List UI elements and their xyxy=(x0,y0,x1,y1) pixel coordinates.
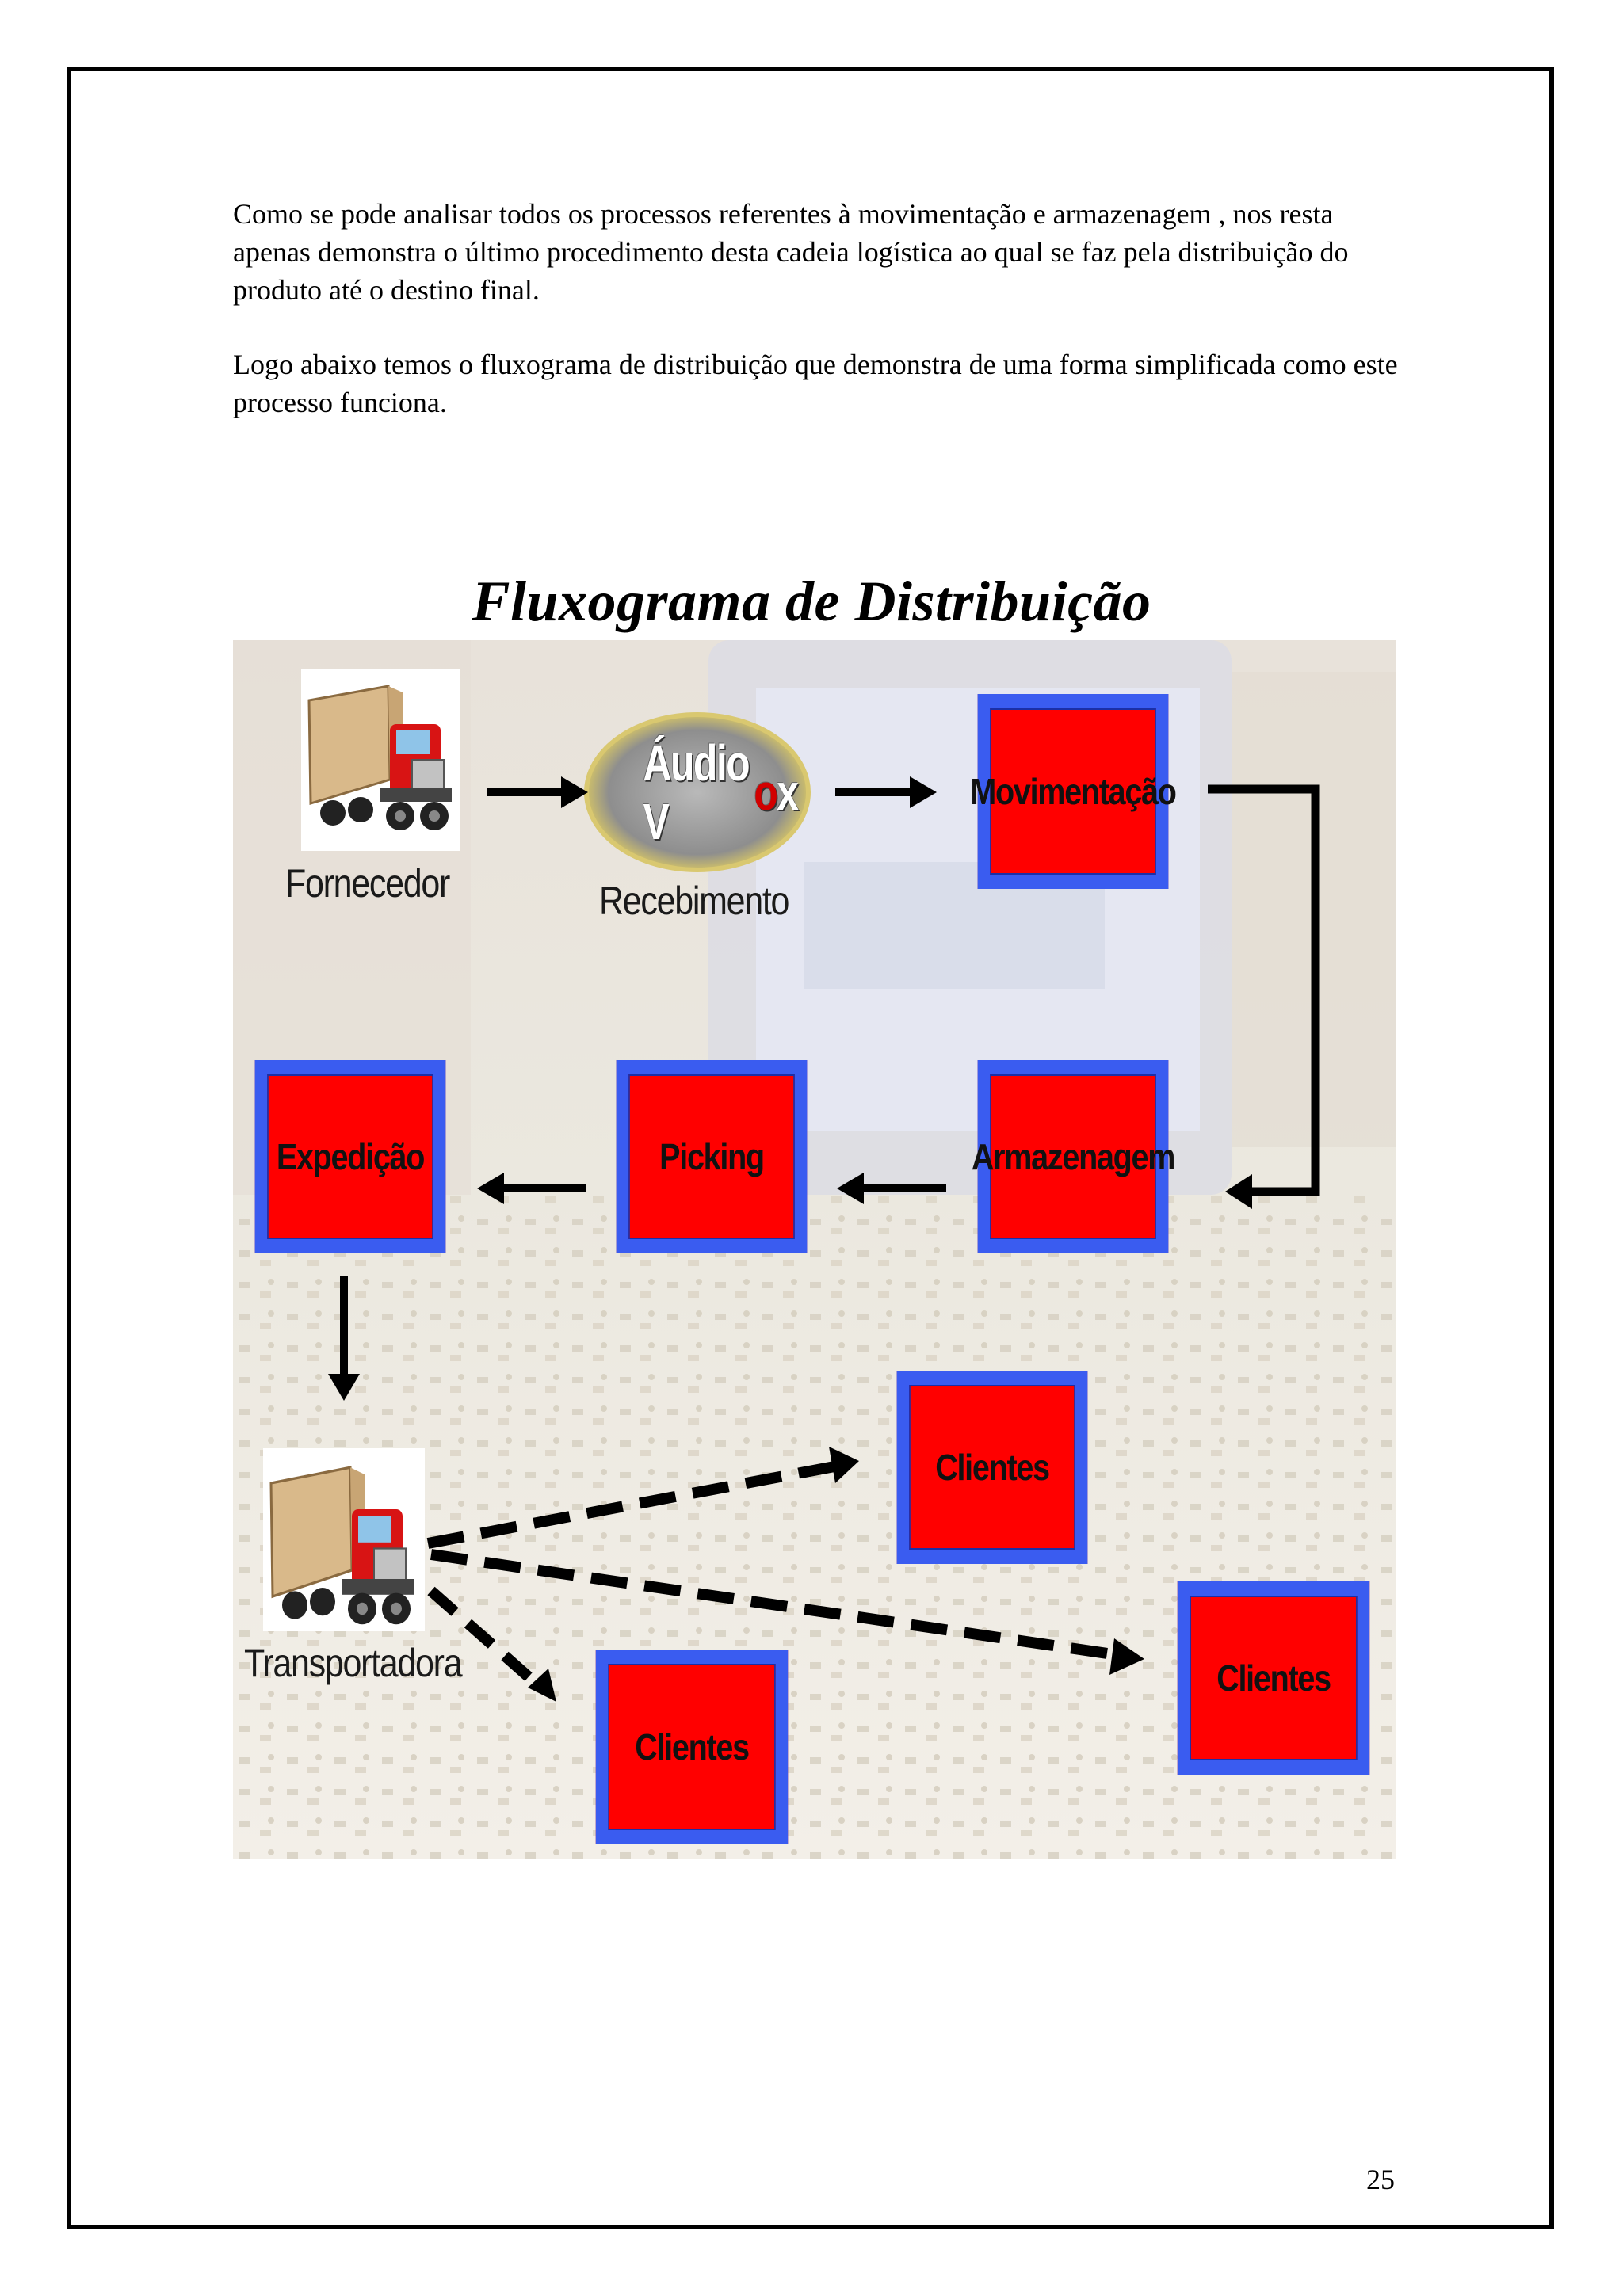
node-clientes-3: Clientes xyxy=(595,1650,789,1844)
truck-icon xyxy=(301,669,460,851)
node-movimentacao: Movimentação xyxy=(970,694,1177,889)
node-clientes-1: Clientes xyxy=(896,1371,1088,1564)
paragraph-intro: Como se pode analisar todos os processos… xyxy=(233,198,1349,306)
node-transportadora-label: Transportadora xyxy=(244,1641,463,1685)
paragraph-flowchart-intro: Logo abaixo temos o fluxograma de distri… xyxy=(233,349,1398,418)
diagram-title: Fluxograma de Distribuição xyxy=(472,570,1151,633)
flow-arrows xyxy=(328,776,1320,1401)
node-armazenagem: Armazenagem xyxy=(972,1060,1175,1253)
page-border xyxy=(67,67,1554,2229)
node-recebimento-label: Recebimento xyxy=(599,879,789,923)
page-number: 25 xyxy=(1366,2164,1395,2195)
dashed-arrows xyxy=(426,1447,1144,1702)
node-picking: Picking xyxy=(616,1060,808,1253)
node-fornecedor-label: Fornecedor xyxy=(285,861,450,906)
node-expedicao: Expedição xyxy=(254,1060,446,1253)
node-clientes-2: Clientes xyxy=(1177,1581,1370,1775)
truck-icon xyxy=(263,1448,425,1631)
